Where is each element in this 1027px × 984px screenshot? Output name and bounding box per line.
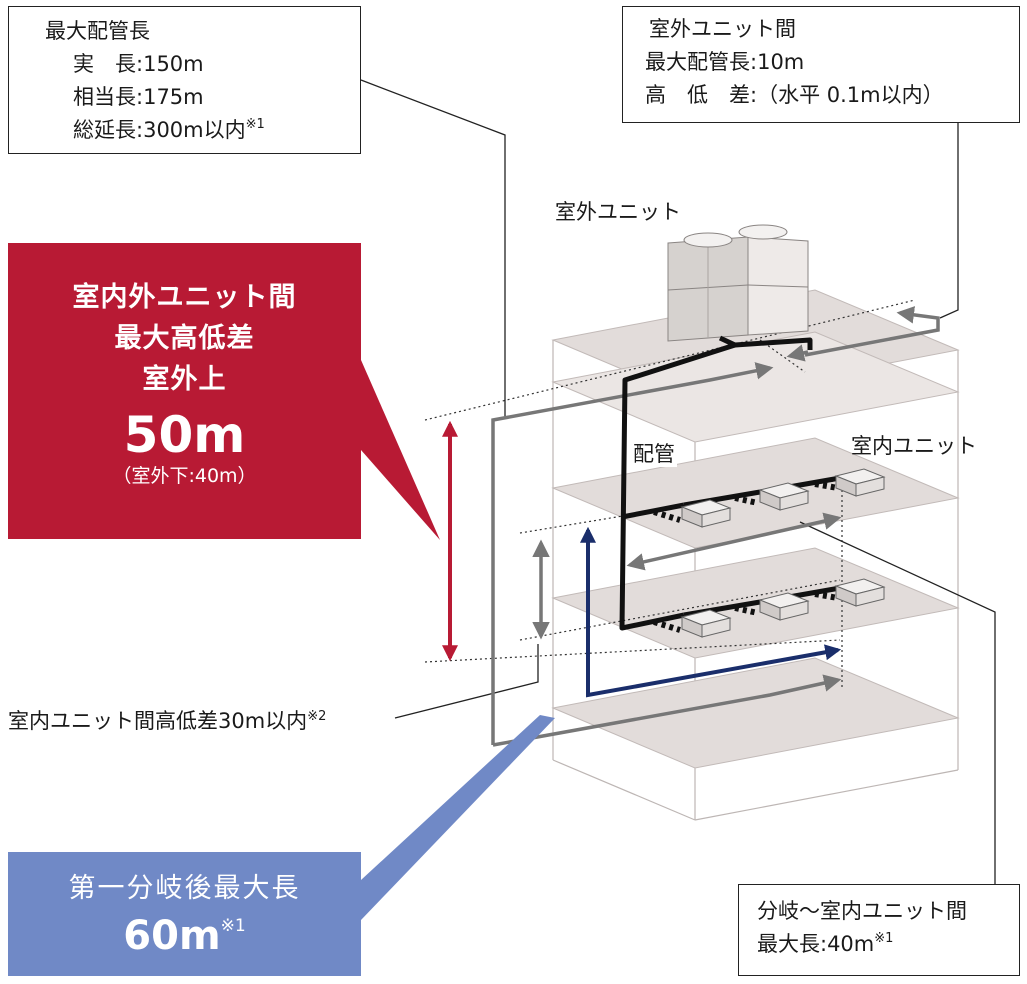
indoor-unit-icon: [758, 592, 810, 621]
footnote-mark: ※1: [245, 117, 265, 132]
indoor-height-label: 室内ユニット間高低差30m以内※2: [8, 709, 327, 733]
branch-box-line2: 最大長:40m: [757, 932, 875, 956]
max-pipe-length-box: 最大配管長 実 長:150m 相当長:175m 総延長:300m以内※1: [8, 6, 361, 154]
branch-box-line1: 分岐～室内ユニット間: [757, 899, 967, 923]
max-pipe-title: 最大配管長: [45, 19, 150, 43]
first-branch-value: 60m: [123, 913, 221, 959]
first-branch-callout: 第一分岐後最大長 60m※1: [8, 852, 361, 976]
equivalent-length-row: 相当長:175m: [73, 85, 204, 109]
blue-callout-pointer: [361, 715, 555, 920]
total-length-row: 総延長:300m以内※1: [73, 117, 265, 142]
indoor-unit-icon: [834, 578, 886, 607]
indoor-unit-label: 室内ユニット: [851, 434, 977, 458]
red-callout-pointer: [361, 360, 440, 540]
pipe-dashes: [653, 481, 839, 633]
pipe-label: 配管: [631, 441, 677, 467]
indoor-unit-icon: [834, 468, 886, 497]
first-branch-title: 第一分岐後最大長: [68, 873, 301, 904]
outdoor-between-title: 室外ユニット間: [649, 17, 796, 41]
height-callout-line1: 室内外ユニット間: [72, 282, 297, 313]
actual-length-row: 実 長:150m: [73, 52, 204, 76]
height-callout-value: 50m: [123, 406, 246, 464]
indoor-unit-icons: [680, 468, 886, 638]
outdoor-unit-label: 室外ユニット: [555, 200, 681, 224]
branch-to-indoor-box: 分岐～室内ユニット間 最大長:40m※1: [738, 884, 1020, 976]
indoor-unit-icon: [680, 499, 732, 528]
indoor-unit-icon: [758, 482, 810, 511]
outdoor-unit-icon: [667, 224, 809, 342]
height-callout-line2: 最大高低差: [114, 323, 255, 354]
leader-lines: [360, 79, 996, 884]
first-branch-arrow: [580, 526, 842, 698]
outdoor-height-row: 高 低 差:（水平 0.1m以内）: [645, 83, 944, 107]
height-callout-line3: 室外上: [142, 364, 227, 395]
building-front-edges: [552, 759, 959, 821]
floor-lower: [551, 657, 960, 769]
footnote-mark: ※2: [307, 709, 327, 724]
branch-box-line2-row: 最大長:40m※1: [757, 928, 1019, 961]
height-callout-sub: （室外下:40m）: [112, 465, 257, 487]
footnote-mark: ※1: [220, 916, 246, 936]
outdoor-units-between-box: 室外ユニット間 最大配管長:10m 高 低 差:（水平 0.1m以内）: [622, 6, 1020, 123]
indoor-unit-icon: [680, 609, 732, 638]
height-difference-callout: 室内外ユニット間 最大高低差 室外上 50m （室外下:40m）: [8, 243, 361, 539]
first-branch-value-line: 60m※1: [8, 912, 361, 960]
footnote-mark: ※1: [874, 931, 894, 946]
outdoor-max-pipe-row: 最大配管長:10m: [645, 50, 805, 74]
